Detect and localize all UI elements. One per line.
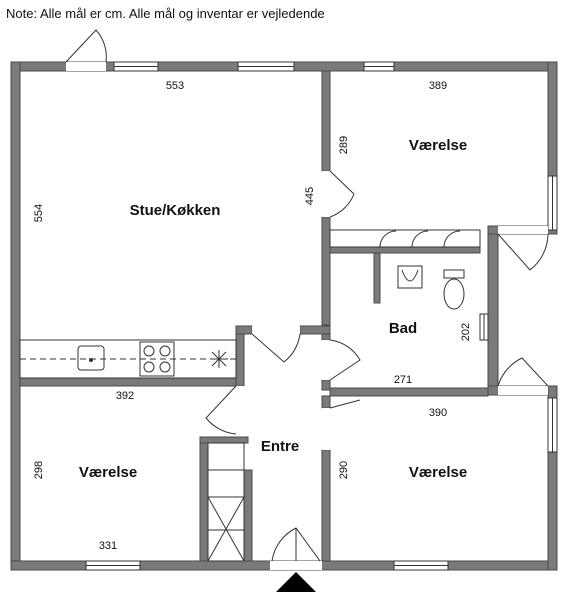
dim-vaerelse-bl-height: 298: [33, 461, 45, 479]
room-label-vaerelse-bottom-right: Værelse: [409, 464, 467, 481]
door-swing-icon: [497, 226, 549, 271]
dim-vaerelse-br-width: 390: [429, 407, 447, 419]
dim-vaerelse-bl-width-2: 331: [99, 540, 117, 552]
dim-vaerelse-br-height: 290: [338, 461, 350, 479]
room-label-entre: Entre: [261, 438, 299, 455]
wall-br-left-top: [321, 395, 331, 409]
wall-right-notch: [487, 225, 499, 395]
wall-closet-top: [199, 436, 249, 444]
windows: [85, 61, 558, 571]
door-swing-icon: [65, 29, 107, 71]
dim-vaerelse-tr-height: 289: [338, 136, 350, 154]
stove-icon: [139, 341, 175, 377]
dim-stue-width: 553: [166, 80, 184, 92]
doors: [65, 29, 549, 570]
door-swing-icon: [322, 170, 355, 218]
entrance-arrow-icon: [276, 572, 316, 592]
door-swing-icon: [322, 339, 361, 381]
wall-entre-left-upper: [235, 325, 245, 387]
dim-vaerelse-bl-width: 392: [116, 390, 134, 402]
outer-walls: [10, 61, 558, 571]
room-label-vaerelse-top-right: Værelse: [409, 137, 467, 154]
dim-vaerelse-tr-width: 389: [429, 80, 447, 92]
room-label-bad: Bad: [389, 320, 417, 337]
toilet-icon: [443, 269, 465, 310]
door-swing-icon: [205, 385, 244, 435]
plan-note: Note: Alle mål er cm. Alle mål og invent…: [6, 6, 325, 21]
wall-bl-right: [199, 436, 209, 562]
entre-wardrobe: [207, 442, 245, 562]
window-icon: [85, 560, 141, 571]
dim-bad-width: 271: [394, 374, 412, 386]
dim-bad-height: 202: [460, 323, 472, 341]
wall-bad-bottom: [329, 387, 489, 397]
kitchen-counter: [19, 339, 237, 379]
wall-bad-left-lower: [321, 379, 331, 391]
wall-right-lower: [547, 385, 558, 571]
wall-entre-cap-right: [299, 325, 331, 335]
wall-entre-cap: [235, 325, 253, 335]
window-icon: [237, 61, 295, 72]
window-icon: [113, 61, 159, 72]
sink-icon: [397, 265, 423, 289]
bathroom-fixtures: [397, 265, 465, 310]
room-label-vaerelse-bottom-left: Værelse: [79, 464, 137, 481]
dim-stue-height: 554: [33, 204, 45, 222]
wall-br-left: [321, 449, 331, 562]
window-icon: [479, 313, 489, 341]
wall-closet: [329, 246, 481, 254]
window-icon: [547, 397, 558, 453]
door-swing-icon: [251, 326, 301, 363]
wall-stue-vaerelse-lower: [321, 216, 331, 326]
window-icon: [363, 61, 395, 72]
wall-stue-vaerelse-upper: [321, 70, 331, 172]
wall-bl-top: [19, 377, 239, 387]
window-icon: [547, 175, 558, 231]
wardrobe: [329, 229, 481, 248]
window-icon: [393, 560, 449, 571]
door-swing-icon: [270, 527, 322, 570]
room-label-stue: Stue/Køkken: [130, 202, 221, 219]
interior-walls: [19, 70, 489, 562]
door-swing-icon: [497, 357, 549, 395]
door-swing-icon: [322, 399, 361, 450]
sink-icon: [77, 345, 105, 371]
wall-left: [10, 61, 21, 571]
dim-hall-445: 445: [304, 187, 316, 205]
fridge-symbol-icon: [210, 350, 228, 368]
wall-bad-internal: [373, 252, 381, 304]
wall-closet-right: [243, 469, 253, 562]
